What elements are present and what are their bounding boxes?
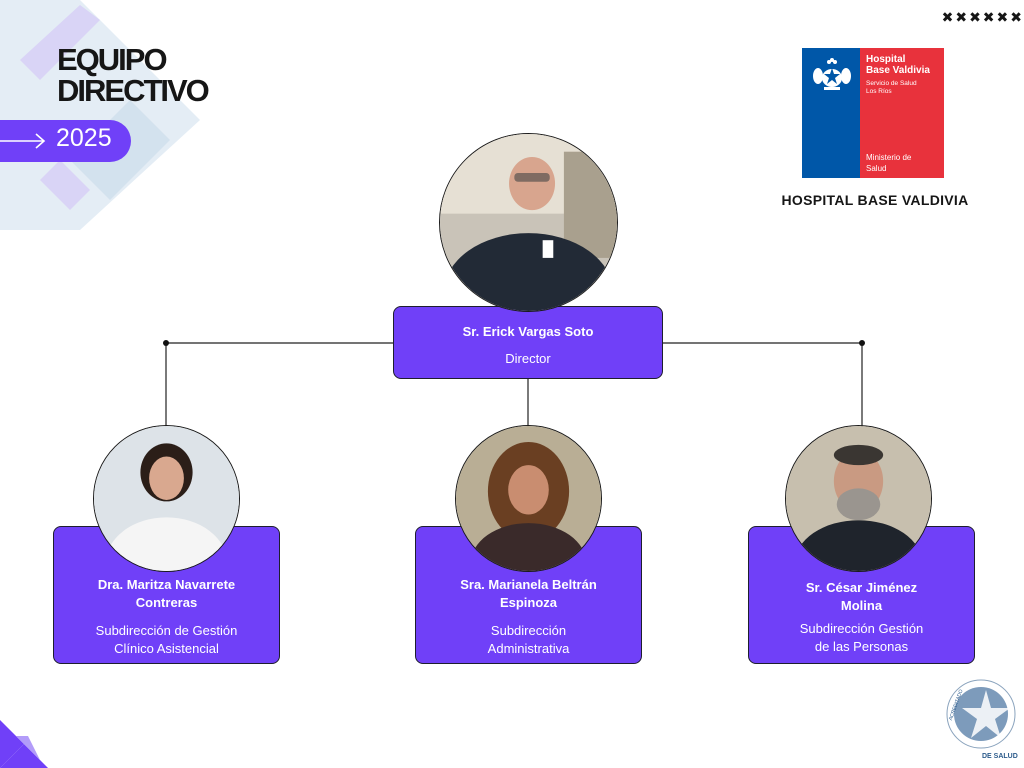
subdirector-1-role: Subdirección de Gestión Clínico Asistenc… [54, 622, 279, 658]
subdirector-2-name-line-2: Espinoza [499, 595, 558, 610]
subdirector-2-role-line-1: Subdirección [490, 623, 567, 638]
subdirector-3-name-line-1: Sr. César Jiménez [805, 580, 918, 595]
subdirector-1-name: Dra. Maritza Navarrete Contreras [54, 576, 279, 612]
logo-line-6: Salud [866, 164, 887, 173]
logo-service-name: Servicio de Salud Los Ríos [866, 80, 917, 96]
title-line-2: DIRECTIVO [57, 73, 210, 108]
logo-line-3: Servicio de Salud [866, 80, 917, 87]
logo-line-1: Hospital [866, 54, 906, 65]
logo-line-2: Base Valdivia [866, 65, 930, 76]
subdirector-1-photo [93, 425, 240, 572]
logo-line-4: Los Ríos [866, 88, 892, 95]
subdirector-box-3: Sr. César Jiménez Molina Subdirección Ge… [748, 526, 975, 664]
subdirector-2-name-line-1: Sra. Marianela Beltrán [460, 577, 597, 592]
left-node-dot [163, 340, 169, 346]
seal-text-2: DE SALUD [982, 753, 1018, 760]
director-name: Sr. Erick Vargas Soto [462, 324, 594, 339]
subdirector-1-name-line-2: Contreras [135, 595, 198, 610]
year-label: 2025 [56, 124, 112, 152]
page-title: EQUIPO DIRECTIVO [57, 42, 210, 108]
subdirector-2-name: Sra. Marianela Beltrán Espinoza [416, 576, 641, 612]
logo-hospital-name: Hospital Base Valdivia [866, 54, 930, 76]
subdirector-3-role-line-1: Subdirección Gestión [799, 621, 924, 636]
subdirector-3-photo [785, 425, 932, 572]
subdirector-2-photo [455, 425, 602, 572]
subdirector-1-name-line-1: Dra. Maritza Navarrete [97, 577, 236, 592]
subdirector-1-role-line-1: Subdirección de Gestión [95, 623, 238, 638]
subdirector-1-role-line-2: Clínico Asistencial [114, 641, 219, 656]
director-photo [439, 133, 618, 312]
hospital-caption: HOSPITAL BASE VALDIVIA [781, 192, 969, 208]
subdirector-3-name-line-2: Molina [840, 598, 883, 613]
logo-line-5: Ministerio de [866, 153, 912, 162]
subdirector-3-role-line-2: de las Personas [814, 639, 909, 654]
decorative-stars: ✖✖✖✖✖✖ [941, 9, 1024, 25]
accreditation-seal: ACREDITADO DE SALUD [946, 679, 1018, 760]
subdirector-2-role-line-2: Administrativa [487, 641, 570, 656]
arrow-right-icon [0, 133, 46, 149]
logo-red-panel [860, 48, 944, 178]
subdirector-3-role: Subdirección Gestión de las Personas [749, 620, 974, 656]
hospital-logo: Hospital Base Valdivia Servicio de Salud… [802, 48, 944, 178]
title-line-1: EQUIPO [57, 42, 168, 77]
coat-of-arms-icon [813, 58, 851, 90]
director-role: Director [505, 351, 551, 366]
subdirector-3-name: Sr. César Jiménez Molina [749, 579, 974, 615]
decorative-triangles [0, 720, 48, 768]
subdirector-2-role: Subdirección Administrativa [416, 622, 641, 658]
logo-ministry-name: Ministerio de Salud [866, 152, 911, 174]
right-node-dot [859, 340, 865, 346]
director-box: Sr. Erick Vargas Soto Director [393, 306, 663, 379]
